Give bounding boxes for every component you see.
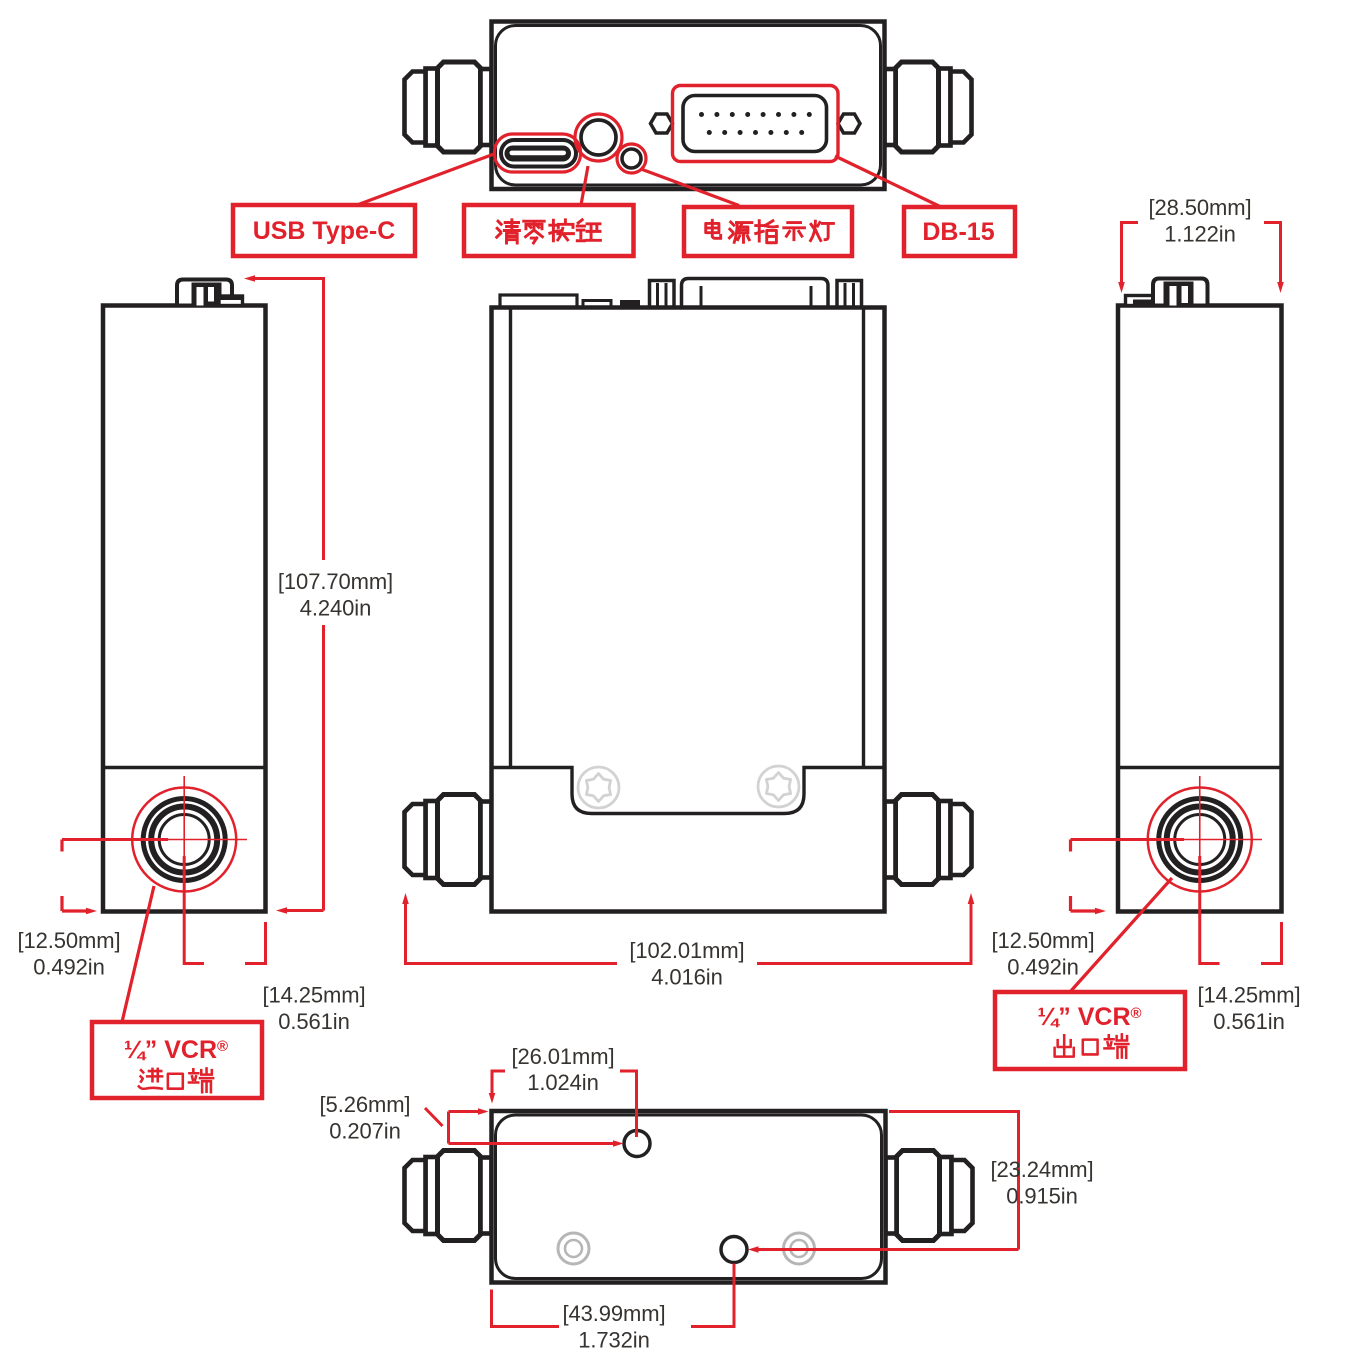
svg-text:[102.01mm]: [102.01mm] [629, 938, 744, 963]
svg-text:[43.99mm]: [43.99mm] [562, 1301, 665, 1326]
svg-text:[12.50mm]: [12.50mm] [17, 928, 120, 953]
svg-text:¼” VCR®: ¼” VCR® [124, 1036, 228, 1064]
svg-text:1.732in: 1.732in [578, 1328, 649, 1353]
svg-text:[5.26mm]: [5.26mm] [320, 1092, 411, 1117]
svg-text:[26.01mm]: [26.01mm] [511, 1044, 614, 1069]
svg-text:0.561in: 0.561in [278, 1009, 349, 1034]
svg-text:0.561in: 0.561in [1213, 1009, 1284, 1034]
svg-text:¼” VCR®: ¼” VCR® [1037, 1003, 1141, 1031]
svg-text:0.207in: 0.207in [329, 1119, 400, 1144]
svg-text:USB Type-C: USB Type-C [253, 217, 396, 245]
svg-text:[28.50mm]: [28.50mm] [1148, 195, 1251, 220]
svg-text:1.122in: 1.122in [1164, 222, 1235, 247]
svg-text:DB-15: DB-15 [922, 218, 994, 246]
svg-text:0.492in: 0.492in [33, 955, 104, 980]
svg-text:[14.25mm]: [14.25mm] [1197, 983, 1300, 1008]
svg-text:4.016in: 4.016in [651, 965, 722, 990]
svg-text:1.024in: 1.024in [527, 1070, 598, 1095]
svg-text:[107.70mm]: [107.70mm] [278, 569, 393, 594]
svg-text:4.240in: 4.240in [300, 596, 371, 621]
svg-text:0.915in: 0.915in [1006, 1184, 1077, 1209]
svg-text:0.492in: 0.492in [1007, 955, 1078, 980]
svg-text:[12.50mm]: [12.50mm] [991, 928, 1094, 953]
svg-text:[23.24mm]: [23.24mm] [990, 1157, 1093, 1182]
svg-text:[14.25mm]: [14.25mm] [262, 983, 365, 1008]
